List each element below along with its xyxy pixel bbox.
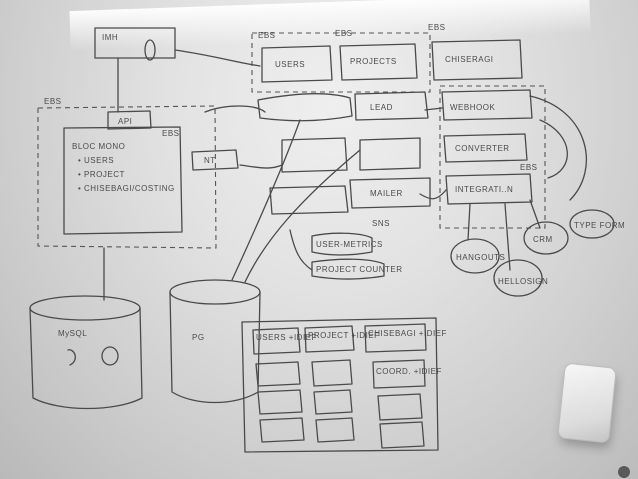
project-counter-label: PROJECT COUNTER bbox=[316, 265, 402, 274]
arrow-imh-to-services bbox=[174, 49, 261, 67]
services-group bbox=[251, 32, 431, 93]
users-box bbox=[261, 45, 333, 83]
converter-label: CONVERTER bbox=[455, 144, 510, 153]
api-label: API bbox=[118, 117, 132, 126]
pg-table bbox=[313, 389, 353, 415]
pg-table bbox=[259, 417, 305, 443]
center-box bbox=[359, 137, 421, 171]
ebs-label: EBS bbox=[258, 31, 276, 40]
center-box bbox=[269, 185, 349, 215]
converter-box bbox=[443, 133, 528, 163]
projects-label: PROJECTS bbox=[350, 57, 397, 66]
connector bbox=[231, 119, 301, 281]
mysql-label: MySQL bbox=[58, 329, 87, 338]
ebs-label: EBS bbox=[44, 97, 62, 106]
mysql-body bbox=[29, 307, 143, 410]
pg-table bbox=[257, 389, 303, 415]
hangouts-node bbox=[450, 238, 500, 274]
pg-table bbox=[304, 325, 355, 353]
pg-table bbox=[252, 327, 301, 355]
integrations-label: INTEGRATI..N bbox=[455, 185, 513, 194]
lead-box bbox=[354, 91, 429, 121]
loop-arrow bbox=[539, 119, 568, 179]
bloc-item: • PROJECT bbox=[78, 170, 125, 179]
ebs-label: EBS bbox=[428, 23, 446, 32]
crm-node bbox=[523, 221, 569, 255]
project-counter-pill bbox=[311, 258, 385, 280]
connector bbox=[244, 149, 361, 283]
bloc-mono-title: BLOC MONO bbox=[72, 142, 125, 151]
connector bbox=[204, 105, 266, 113]
queue-pill bbox=[257, 93, 353, 122]
pg-label: PG bbox=[192, 333, 205, 342]
pg-table bbox=[364, 323, 427, 353]
imh-handle bbox=[144, 39, 156, 61]
bloc-item: • CHISEBAGI/COSTING bbox=[78, 184, 175, 193]
typeform-label: TYPE FORM bbox=[574, 221, 625, 230]
hangouts-label: HANGOUTS bbox=[456, 253, 505, 262]
pg-table-label: USERS +IDIEF bbox=[256, 333, 317, 342]
pg-table bbox=[379, 421, 425, 449]
api-group bbox=[37, 105, 217, 249]
mailer-label: MAILER bbox=[370, 189, 403, 198]
pg-body bbox=[169, 291, 261, 404]
pg-top bbox=[169, 279, 261, 305]
loop-arrow bbox=[529, 95, 587, 201]
connector bbox=[289, 229, 313, 271]
chiseragi-label: CHISERAGI bbox=[445, 55, 494, 64]
pg-table bbox=[377, 393, 423, 421]
lead-label: LEAD bbox=[370, 103, 393, 112]
ebs-label: EBS bbox=[520, 163, 538, 172]
nt-box bbox=[191, 149, 239, 171]
label-imh: IMH bbox=[102, 33, 118, 42]
connector bbox=[467, 203, 471, 241]
connector bbox=[419, 189, 447, 200]
projects-box bbox=[339, 43, 418, 81]
scribble bbox=[67, 349, 76, 366]
connector bbox=[239, 164, 283, 169]
pg-table-label: COORD. +IDIEF bbox=[376, 367, 442, 376]
pg-schema-panel bbox=[241, 317, 439, 453]
bloc-item: • USERS bbox=[78, 156, 114, 165]
hellosign-label: HELLOSIGN bbox=[498, 277, 548, 286]
pg-table bbox=[315, 417, 355, 443]
ebs-label: EBS bbox=[162, 129, 180, 138]
typeform-node bbox=[569, 209, 615, 239]
ebs-label: EBS bbox=[335, 29, 353, 38]
mysql-top bbox=[29, 295, 141, 321]
crm-label: CRM bbox=[533, 235, 553, 244]
pg-table bbox=[311, 359, 353, 387]
chiseragi-box bbox=[431, 39, 523, 81]
users-label: USERS bbox=[275, 60, 305, 69]
imh-box bbox=[94, 27, 176, 59]
user-metrics-pill bbox=[311, 232, 373, 256]
whiteboard-eraser bbox=[558, 363, 616, 443]
api-box bbox=[107, 110, 152, 130]
bloc-mono-box bbox=[63, 126, 183, 235]
pg-table bbox=[255, 361, 301, 387]
connector bbox=[504, 203, 511, 271]
user-metrics-label: USER-METRICS bbox=[316, 240, 383, 249]
nt-label: NT bbox=[204, 156, 216, 165]
pg-table bbox=[372, 359, 426, 389]
right-group bbox=[439, 85, 546, 229]
webhook-label: WEBHOOK bbox=[450, 103, 495, 112]
connector bbox=[424, 107, 443, 111]
board-corner bbox=[618, 466, 630, 478]
center-box bbox=[281, 137, 348, 173]
scribble bbox=[101, 346, 119, 366]
pg-table-label: PROJECT +IDIEF bbox=[308, 331, 380, 340]
sns-label: SNS bbox=[372, 219, 390, 228]
webhook-box bbox=[441, 89, 533, 121]
integrations-box bbox=[445, 173, 533, 205]
pg-table-label: CHISEBAGI +IDIEF bbox=[368, 329, 447, 338]
mailer-box bbox=[349, 177, 431, 209]
hellosign-node bbox=[493, 259, 543, 297]
